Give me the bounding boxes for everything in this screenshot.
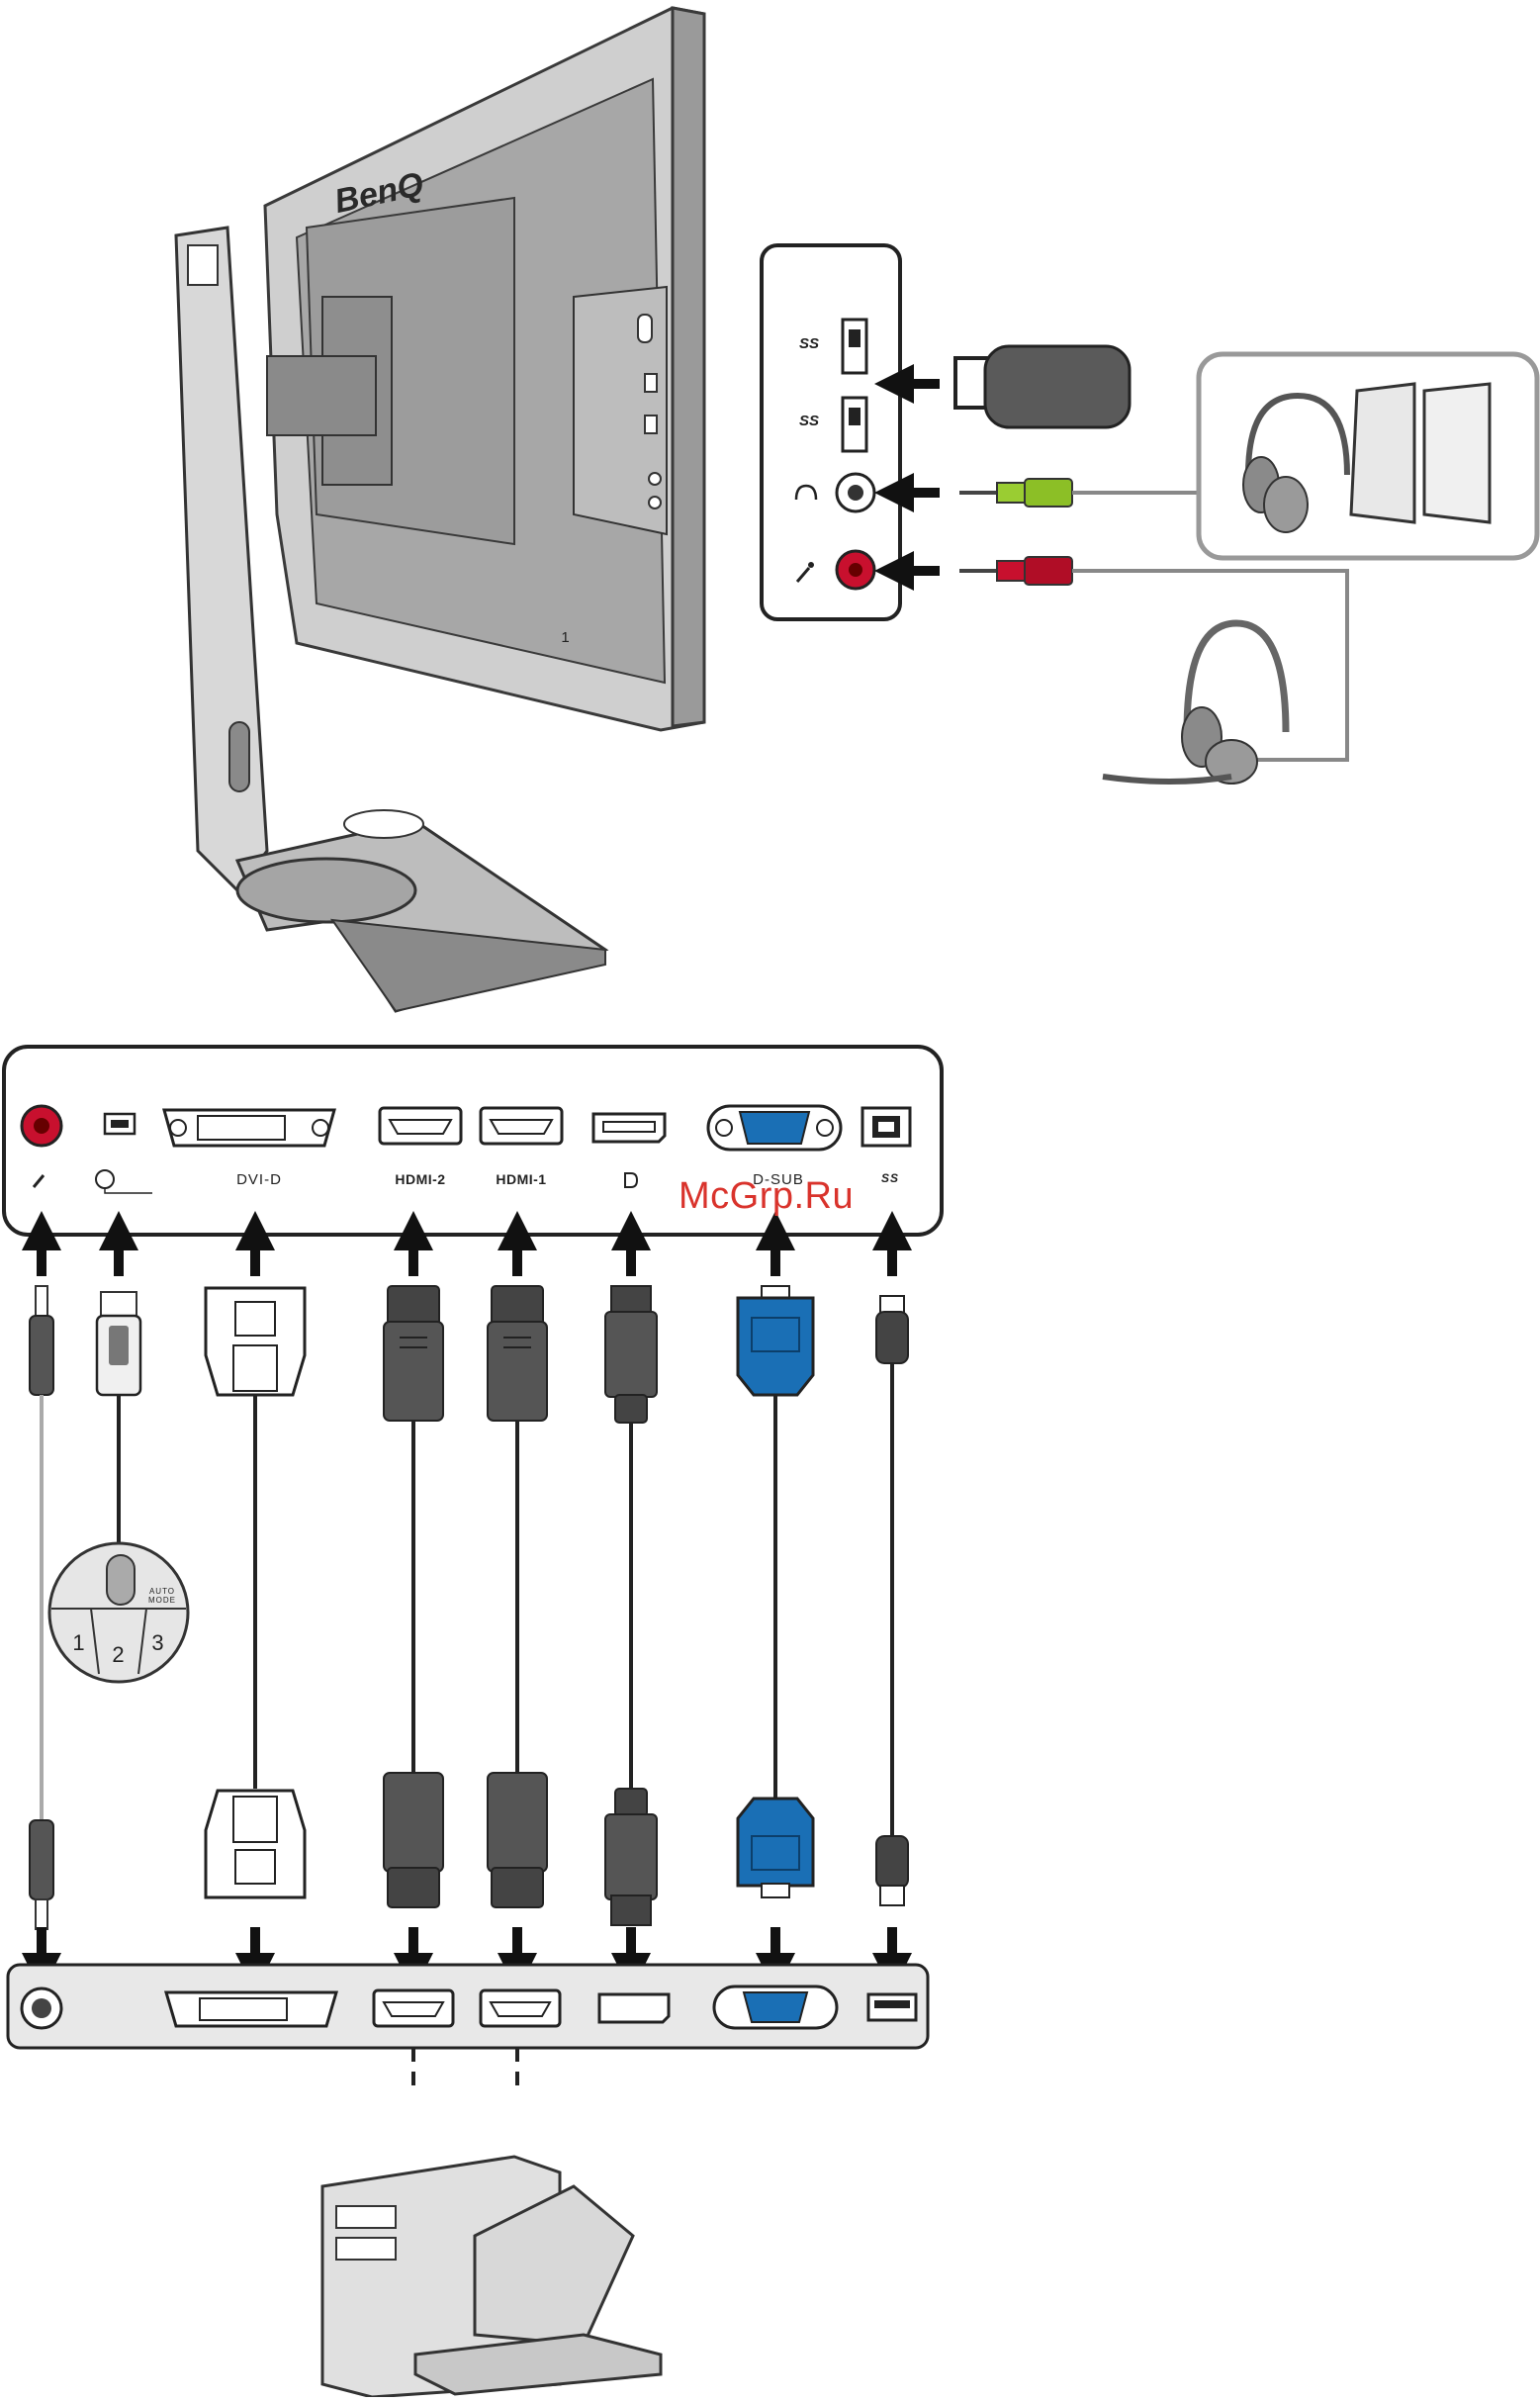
pc-displayport-port xyxy=(599,1994,669,2022)
controller-cable xyxy=(49,1292,188,1682)
controller-auto-mode-label: AUTO MODE xyxy=(142,1587,182,1605)
stand-column xyxy=(176,228,267,890)
usb-ss-icon-bottom: SS xyxy=(799,413,819,429)
side-io-callout: SS SS xyxy=(762,245,1537,784)
pc-dvi-port xyxy=(166,1992,336,2026)
rear-hdmi2-port xyxy=(380,1108,461,1144)
displayport-cable xyxy=(605,1286,657,1925)
controller-key-2: 2 xyxy=(109,1642,129,1668)
computer-illustration xyxy=(322,2157,661,2397)
rear-dvi-label: DVI-D xyxy=(220,1171,299,1188)
audio-plug-green xyxy=(959,475,1199,507)
usb-drive-body xyxy=(985,346,1130,427)
watermark: McGrp.Ru xyxy=(679,1175,854,1218)
monitor-bezel-edge xyxy=(673,8,704,726)
rear-usb-ss-label: SS xyxy=(870,1171,910,1185)
hdmi1-cable xyxy=(488,1286,547,1907)
rear-dsub-port xyxy=(708,1106,841,1150)
stand-hinge xyxy=(267,356,376,435)
pc-usb-port xyxy=(868,1994,916,2020)
rear-hdmi1-label: HDMI-1 xyxy=(477,1171,566,1187)
controller-key-3: 3 xyxy=(148,1630,168,1656)
rear-usb-b-port xyxy=(862,1108,910,1146)
rear-dvi-port xyxy=(164,1110,334,1146)
pc-dsub-port xyxy=(714,1986,837,2028)
pc-port-panel xyxy=(8,1965,928,2087)
pc-hdmi2-port xyxy=(374,1990,453,2026)
usb-cable xyxy=(876,1296,908,1905)
monitor-illustration xyxy=(176,8,704,1011)
side-io-panel xyxy=(762,245,900,619)
rear-hdmi2-label: HDMI-2 xyxy=(376,1171,465,1187)
dvi-cable xyxy=(206,1288,305,1897)
controller-key-1: 1 xyxy=(69,1630,89,1656)
monitor-port-number: 1 xyxy=(556,629,576,646)
vga-cable xyxy=(738,1286,813,1897)
usb-ss-icon-top: SS xyxy=(799,335,819,352)
pc-hdmi1-port xyxy=(481,1990,560,2026)
rear-hdmi1-port xyxy=(481,1108,562,1144)
hdmi2-cable xyxy=(384,1286,443,1907)
